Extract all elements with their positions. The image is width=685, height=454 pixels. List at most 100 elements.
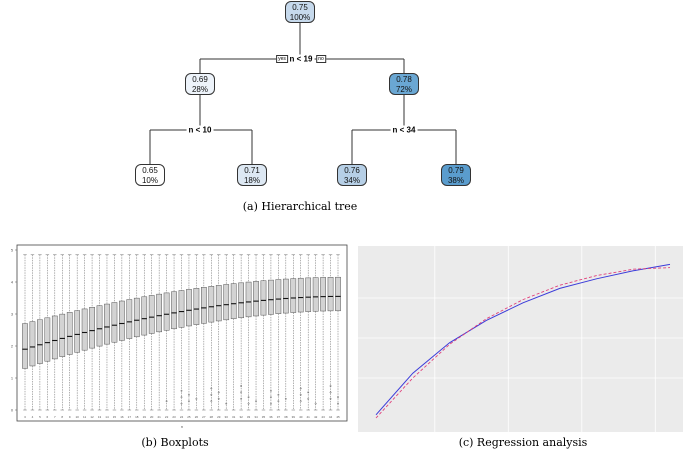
x-tick-label: 18 — [135, 415, 139, 419]
box-outlier — [240, 385, 243, 387]
box-outlier — [180, 402, 183, 405]
regression-chart — [358, 246, 683, 432]
box-outlier — [270, 396, 272, 399]
x-tick-label: 40 — [299, 415, 303, 419]
box-outlier — [217, 397, 220, 400]
box-outlier — [270, 389, 272, 392]
x-tick-label: 20 — [150, 415, 154, 419]
x-tick-label: 17 — [128, 415, 132, 419]
node-percent: 100% — [289, 13, 311, 22]
box — [230, 283, 237, 320]
x-tick-label: 10 — [75, 415, 79, 419]
tree-node-left-right: 0.71 18% — [237, 164, 267, 186]
split-label-root: n < 19 — [287, 54, 315, 64]
x-tick-label: 26 — [195, 415, 199, 419]
box-outlier — [240, 391, 243, 394]
x-tick-label: 30 — [225, 415, 229, 419]
tree-node-left: 0.69 28% — [185, 73, 215, 95]
node-percent: 18% — [243, 176, 260, 185]
x-tick-label: 31 — [232, 415, 236, 419]
regression-series-dashed — [375, 267, 671, 419]
x-tick-label: 33 — [247, 415, 251, 419]
x-tick-label: 9 — [69, 415, 71, 419]
x-tick-label: 34 — [254, 415, 258, 419]
box-outlier — [284, 397, 287, 400]
x-tick-label: 25 — [187, 415, 191, 419]
node-value: 0.78 — [396, 75, 412, 84]
box-outlier — [277, 400, 280, 403]
box-outlier — [277, 393, 280, 396]
y-tick-label: 0 — [11, 408, 14, 413]
caption-c: (c) Regression analysis — [458, 436, 588, 449]
y-tick-label: 2 — [11, 344, 14, 349]
x-tick-label: 14 — [105, 415, 109, 419]
x-tick-label: 11 — [83, 415, 86, 419]
box-outlier — [307, 397, 310, 400]
box — [44, 317, 51, 362]
split-label-left: n < 10 — [186, 125, 214, 135]
node-value: 0.79 — [448, 166, 464, 175]
regression-grid — [358, 246, 683, 432]
x-tick-label: 5 — [39, 415, 41, 419]
box — [253, 281, 259, 317]
box — [133, 297, 140, 338]
box — [186, 289, 192, 327]
box — [89, 307, 95, 349]
x-tick-label: 32 — [239, 415, 243, 419]
box — [119, 300, 125, 341]
tree-node-right-left: 0.76 34% — [337, 164, 367, 186]
node-percent: 38% — [447, 176, 464, 185]
caption-a: (a) Hierarchical tree — [242, 200, 358, 213]
box-outlier — [329, 397, 332, 400]
regression-series-solid — [375, 263, 671, 416]
tree-node-left-left: 0.65 10% — [135, 164, 165, 186]
box — [59, 313, 66, 357]
node-value: 0.71 — [244, 166, 260, 175]
box — [208, 286, 215, 323]
box — [126, 299, 133, 339]
box-outlier — [217, 391, 220, 394]
caption-b: (b) Boxplots — [141, 436, 209, 449]
box-outlier — [188, 400, 190, 403]
x-tick-label: 8 — [61, 415, 63, 419]
box-outlier — [337, 402, 339, 405]
box — [163, 292, 170, 331]
box — [148, 295, 155, 334]
box — [74, 310, 81, 353]
box — [141, 296, 148, 336]
y-tick-label: 1 — [11, 376, 14, 381]
node-value: 0.69 — [192, 75, 208, 84]
tree-node-right-right: 0.79 38% — [441, 164, 471, 186]
box — [193, 288, 200, 325]
x-tick-label: 16 — [120, 415, 124, 419]
box — [66, 312, 73, 355]
box — [238, 282, 244, 319]
box-outlier — [299, 393, 302, 396]
box — [22, 323, 28, 369]
box-outlier — [195, 397, 198, 400]
x-tick-label: 28 — [210, 415, 214, 419]
box-outlier — [247, 396, 250, 399]
box — [312, 277, 319, 312]
node-value: 0.75 — [292, 3, 308, 12]
y-tick-label: 5 — [11, 248, 14, 253]
box — [29, 321, 36, 367]
x-tick-label: 21 — [157, 415, 161, 419]
box-outlier — [247, 402, 250, 405]
box-outlier — [329, 391, 332, 394]
box-outlier — [270, 402, 272, 405]
box — [297, 277, 304, 313]
box — [37, 319, 43, 364]
node-percent: 10% — [141, 176, 158, 185]
box-outlier — [329, 385, 332, 387]
x-tick-label: 22 — [165, 415, 169, 419]
x-tick-label: 24 — [180, 415, 184, 419]
box-outlier — [210, 400, 213, 403]
x-tick-label: 27 — [202, 415, 206, 419]
node-percent: 72% — [395, 85, 412, 94]
x-tick-label: 35 — [262, 415, 266, 419]
x-tick-label: 29 — [217, 415, 221, 419]
x-tick-label: 37 — [277, 415, 281, 419]
